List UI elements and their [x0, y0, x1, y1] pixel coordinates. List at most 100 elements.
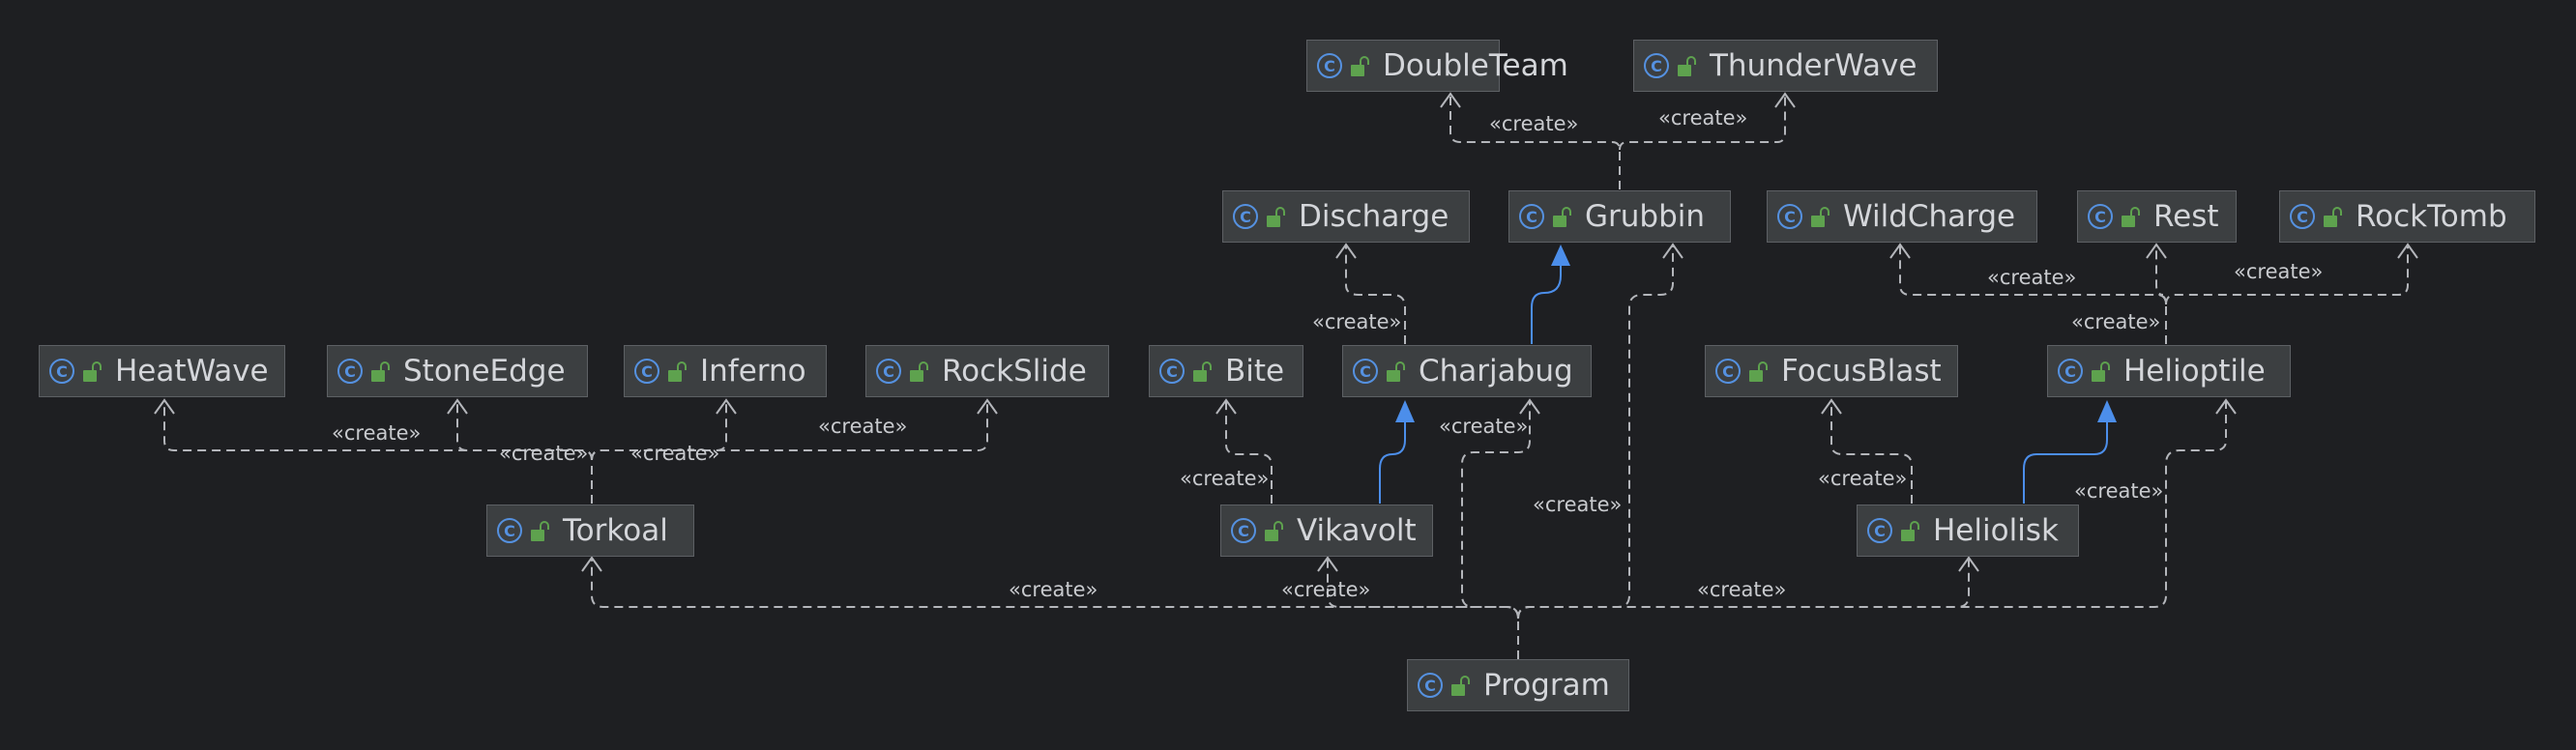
label-create-vikavolt-bite: «create»: [1180, 467, 1269, 490]
edge-charjabug-discharge: [1345, 245, 1406, 344]
class-name: Discharge: [1299, 199, 1449, 234]
class-c-icon: C: [1644, 53, 1669, 78]
class-node-doubleteam[interactable]: C DoubleTeam: [1306, 40, 1568, 92]
class-node-thunderwave[interactable]: C ThunderWave: [1633, 40, 1938, 92]
label-create-torkoal-rockslide: «create»: [818, 415, 907, 438]
arrowhead-grubbin: [1662, 243, 1683, 259]
label-create-charjabug-discharge: «create»: [1312, 310, 1401, 333]
label-create-program-torkoal: «create»: [1009, 578, 1098, 601]
class-node-stoneedge[interactable]: C StoneEdge: [327, 345, 588, 397]
class-c-icon: C: [2088, 204, 2113, 229]
class-name: WildCharge: [1843, 199, 2016, 234]
label-create-program-vikavolt: «create»: [1281, 578, 1370, 601]
class-node-program[interactable]: C Program: [1407, 659, 1629, 711]
class-node-rockslide[interactable]: C RockSlide: [865, 345, 1109, 397]
class-c-icon: C: [634, 359, 659, 384]
public-lock-icon: [1387, 361, 1405, 382]
edge-heliolisk-extends-helioptile: [2023, 419, 2108, 504]
label-create-program-helioptile: «create»: [2074, 479, 2163, 503]
class-node-heatwave[interactable]: C HeatWave: [39, 345, 285, 397]
arrowhead-thunderwave: [1774, 92, 1796, 108]
class-name: StoneEdge: [403, 354, 566, 389]
public-lock-icon: [1811, 206, 1830, 227]
class-name: Grubbin: [1585, 199, 1706, 234]
class-c-icon: C: [1233, 204, 1258, 229]
class-name: Rest: [2153, 199, 2219, 234]
arrowhead-doubleteam: [1440, 92, 1461, 108]
arrowhead-discharge: [1335, 243, 1357, 259]
class-c-icon: C: [2058, 359, 2083, 384]
class-c-icon: C: [1777, 204, 1802, 229]
public-lock-icon: [2324, 206, 2342, 227]
public-lock-icon: [1553, 206, 1571, 227]
class-node-torkoal[interactable]: C Torkoal: [486, 505, 694, 557]
arrowhead-heatwave: [154, 398, 175, 415]
class-node-inferno[interactable]: C Inferno: [624, 345, 827, 397]
public-lock-icon: [2122, 206, 2140, 227]
class-c-icon: C: [1418, 673, 1443, 698]
inherit-arrow-grubbin: [1551, 245, 1570, 266]
class-name: Helioptile: [2123, 354, 2266, 389]
edge-program-torkoal: [591, 558, 1519, 659]
arrowhead-torkoal: [581, 556, 602, 572]
edge-program-grubbin: [1517, 245, 1674, 620]
class-c-icon: C: [1159, 359, 1185, 384]
class-node-vikavolt[interactable]: C Vikavolt: [1220, 505, 1433, 557]
public-lock-icon: [1749, 361, 1768, 382]
class-name: Heliolisk: [1933, 513, 2059, 548]
class-name: Torkoal: [563, 513, 668, 548]
class-c-icon: C: [1353, 359, 1378, 384]
class-name: FocusBlast: [1781, 354, 1942, 389]
arrowhead-vikavolt: [1317, 556, 1338, 572]
public-lock-icon: [371, 361, 390, 382]
arrowhead-rocktomb: [2397, 243, 2418, 259]
class-name: Inferno: [700, 354, 806, 389]
edge-torkoal-rockslide: [591, 400, 988, 461]
class-name: Program: [1483, 668, 1610, 703]
class-name: RockTomb: [2356, 199, 2507, 234]
class-c-icon: C: [49, 359, 74, 384]
class-node-focusblast[interactable]: C FocusBlast: [1705, 345, 1958, 397]
class-c-icon: C: [1519, 204, 1544, 229]
class-name: Charjabug: [1419, 354, 1573, 389]
arrowhead-heliolisk: [1958, 556, 1979, 572]
class-c-icon: C: [1317, 53, 1342, 78]
label-create-program-charjabug: «create»: [1439, 415, 1528, 438]
class-name: HeatWave: [115, 354, 269, 389]
class-c-icon: C: [1867, 518, 1892, 543]
edge-helioptile-rocktomb: [2165, 245, 2409, 305]
public-lock-icon: [1193, 361, 1212, 382]
public-lock-icon: [1265, 520, 1283, 541]
arrowhead-bite: [1215, 398, 1237, 415]
class-node-charjabug[interactable]: C Charjabug: [1342, 345, 1592, 397]
class-node-heliolisk[interactable]: C Heliolisk: [1857, 505, 2079, 557]
class-node-bite[interactable]: C Bite: [1149, 345, 1303, 397]
inherit-arrow-helioptile: [2097, 400, 2117, 422]
class-node-helioptile[interactable]: C Helioptile: [2047, 345, 2291, 397]
edge-vikavolt-extends-charjabug: [1379, 419, 1406, 504]
label-create-torkoal-stoneedge: «create»: [499, 442, 588, 465]
edge-program-helioptile: [1517, 400, 2227, 620]
arrowhead-stoneedge: [447, 398, 468, 415]
class-node-discharge[interactable]: C Discharge: [1222, 190, 1470, 243]
class-node-wildcharge[interactable]: C WildCharge: [1767, 190, 2037, 243]
label-create-helioptile-wildcharge: «create»: [1987, 266, 2076, 289]
edge-vikavolt-bite: [1225, 400, 1273, 504]
class-c-icon: C: [1231, 518, 1256, 543]
edge-charjabug-extends-grubbin: [1531, 263, 1562, 344]
public-lock-icon: [1351, 55, 1369, 76]
class-node-rocktomb[interactable]: C RockTomb: [2279, 190, 2535, 243]
public-lock-icon: [1451, 675, 1470, 696]
label-create-program-grubbin: «create»: [1533, 493, 1622, 516]
class-node-grubbin[interactable]: C Grubbin: [1508, 190, 1731, 243]
arrowhead-rockslide: [977, 398, 998, 415]
class-node-rest[interactable]: C Rest: [2077, 190, 2237, 243]
class-c-icon: C: [497, 518, 522, 543]
label-create-grubbin-thunderwave: «create»: [1658, 106, 1747, 130]
public-lock-icon: [1678, 55, 1696, 76]
inherit-arrow-charjabug: [1395, 400, 1415, 422]
label-create-helioptile-rocktomb: «create»: [2234, 260, 2323, 283]
label-create-program-heliolisk: «create»: [1697, 578, 1786, 601]
label-create-grubbin-doubleteam: «create»: [1489, 112, 1578, 135]
